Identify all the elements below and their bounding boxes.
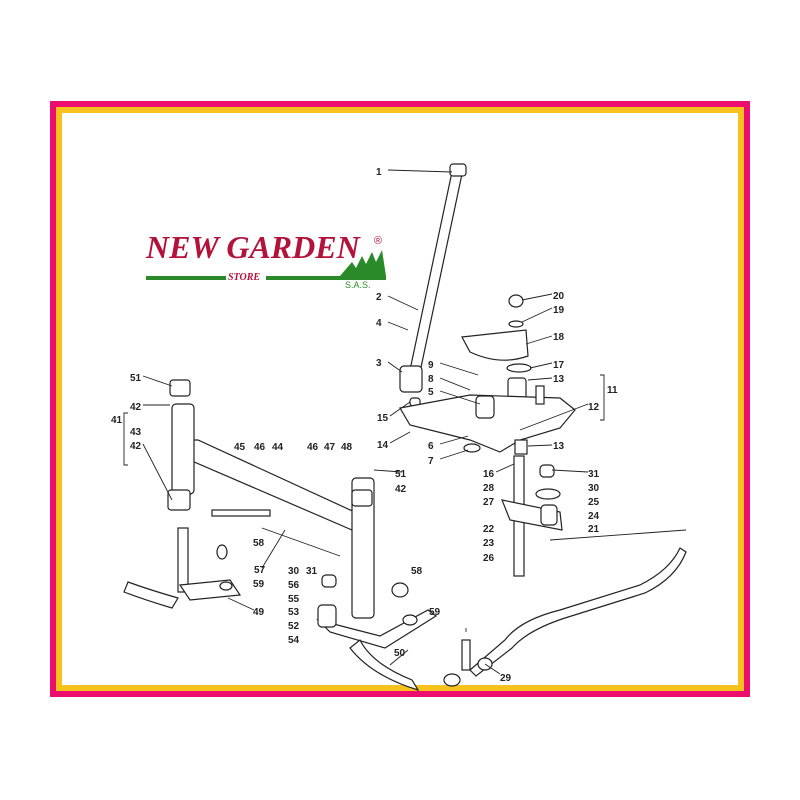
leader-lines [123, 169, 687, 675]
callout-18: 18 [553, 332, 565, 343]
left-spindle [123, 527, 242, 609]
callout-59b: 59 [429, 607, 441, 618]
callout-58b: 58 [411, 566, 423, 577]
callout-55: 55 [288, 594, 300, 605]
callout-51: 51 [130, 373, 142, 384]
callout-42c: 42 [395, 484, 407, 495]
callout-2: 2 [376, 292, 382, 303]
callout-30: 30 [588, 483, 600, 494]
tie-rod [443, 547, 687, 687]
callout-45: 45 [234, 442, 246, 453]
callout-26: 26 [483, 553, 495, 564]
callout-13b: 13 [553, 441, 565, 452]
callout-50: 50 [394, 648, 406, 659]
callout-29: 29 [500, 673, 512, 684]
callout-4: 4 [376, 318, 382, 329]
callout-16: 16 [483, 469, 495, 480]
callout-43: 43 [130, 427, 142, 438]
callout-52: 52 [288, 621, 300, 632]
callout-28: 28 [483, 483, 495, 494]
callout-56: 56 [288, 580, 300, 591]
callout-25: 25 [588, 497, 600, 508]
sector-gear [461, 294, 532, 401]
callout-6: 6 [428, 441, 434, 452]
callout-9: 9 [428, 360, 434, 371]
callout-8: 8 [428, 374, 434, 385]
logo-brand: NEW GARDEN [145, 229, 362, 265]
callout-24: 24 [588, 511, 600, 522]
callout-12: 12 [588, 402, 600, 413]
callout-54: 54 [288, 635, 300, 646]
right-spindle [316, 574, 438, 692]
callout-58: 58 [253, 538, 265, 549]
steering-plate [399, 385, 576, 455]
callout-49: 49 [253, 607, 265, 618]
callout-46b: 46 [307, 442, 319, 453]
callout-19: 19 [553, 305, 565, 316]
callout-41: 41 [111, 415, 123, 426]
callout-59: 59 [253, 579, 265, 590]
callout-3: 3 [376, 358, 382, 369]
callout-42b: 42 [130, 441, 142, 452]
callout-20: 20 [553, 291, 565, 302]
callout-51b: 51 [395, 469, 407, 480]
pitman-arm [501, 455, 563, 577]
logo-registered: ® [374, 235, 382, 247]
callout-44: 44 [272, 442, 284, 453]
front-axle [167, 379, 375, 619]
callout-30b: 30 [288, 566, 300, 577]
callout-46: 46 [254, 442, 266, 453]
logo-sas: S.A.S. [345, 280, 371, 290]
callout-17: 17 [553, 360, 565, 371]
callout-5: 5 [428, 387, 434, 398]
callout-7: 7 [428, 456, 434, 467]
callout-27: 27 [483, 497, 495, 508]
callout-31b: 31 [306, 566, 318, 577]
callout-1: 1 [376, 167, 382, 178]
callout-15: 15 [377, 413, 389, 424]
callout-57: 57 [254, 565, 266, 576]
callout-14: 14 [377, 440, 389, 451]
callout-48: 48 [341, 442, 353, 453]
callout-21: 21 [588, 524, 600, 535]
callout-22: 22 [483, 524, 495, 535]
callout-labels: 1 2 4 3 20 19 18 17 13 9 8 5 11 12 15 14… [111, 167, 618, 684]
logo-store: STORE [228, 272, 260, 283]
callout-11: 11 [607, 385, 618, 396]
steering-column [399, 163, 467, 407]
callout-53: 53 [288, 607, 300, 618]
callout-23: 23 [483, 538, 495, 549]
callout-47: 47 [324, 442, 336, 453]
callout-42: 42 [130, 402, 142, 413]
callout-31: 31 [588, 469, 600, 480]
callout-13: 13 [553, 374, 565, 385]
brand-logo: NEW GARDEN ® STORE S.A.S. [145, 229, 386, 290]
